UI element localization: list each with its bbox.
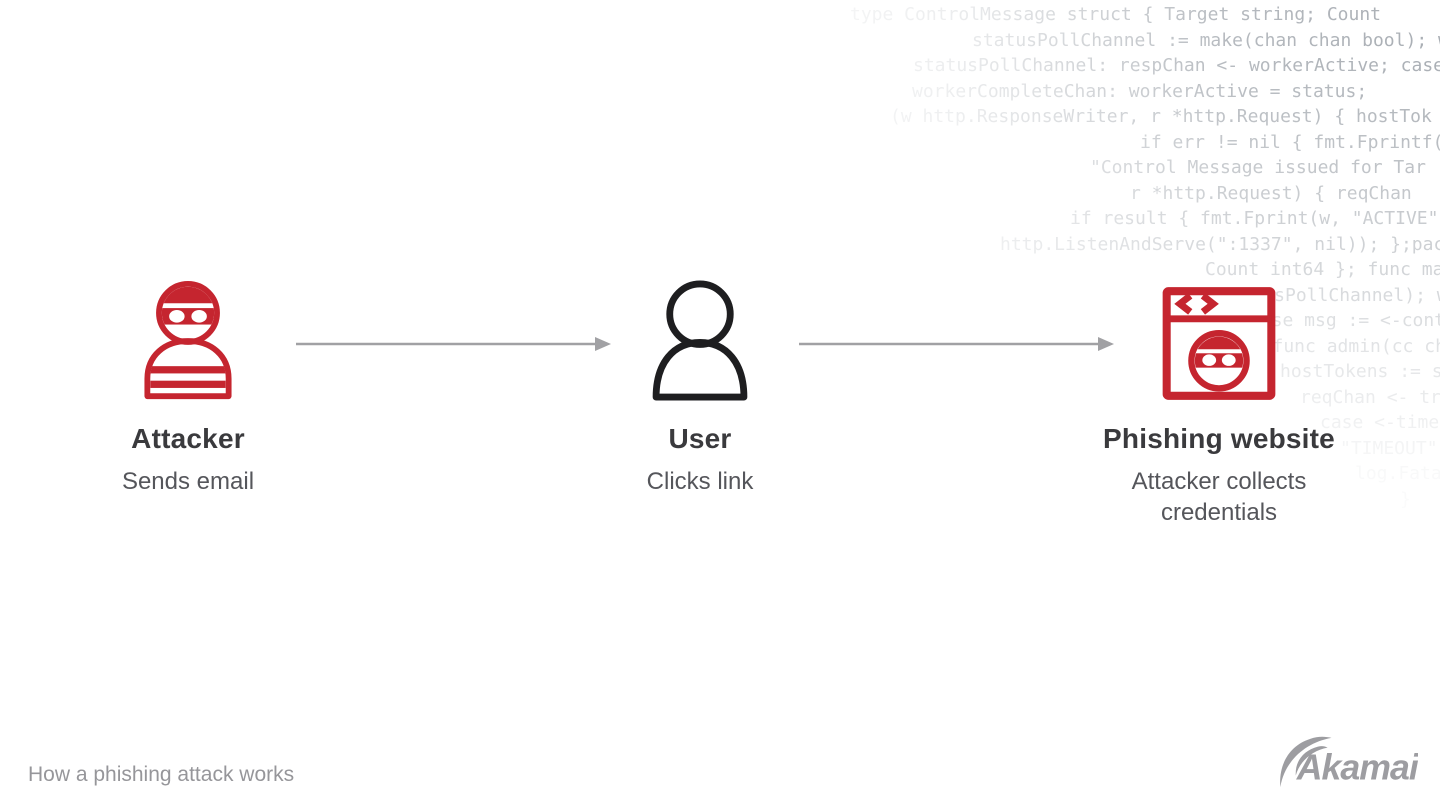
user-icon: [649, 280, 751, 401]
node-title: Phishing website: [1103, 423, 1335, 454]
code-line: "Control Message issued for Tar: [1090, 157, 1426, 178]
attacker-icon: [138, 281, 238, 401]
node-title: Attacker: [131, 423, 245, 454]
node-subtitle: Clicks link: [646, 468, 754, 495]
logo-swoosh-icon: [1280, 736, 1332, 788]
code-line: statusPollChannel := make(chan chan bool…: [972, 29, 1440, 51]
akamai-logo: Akamai: [1270, 736, 1421, 795]
code-line: workerCompleteChan: workerActive = statu…: [912, 80, 1368, 102]
code-line: type ControlMessage struct { Target stri…: [850, 4, 1382, 25]
logo-swoosh-icon: [1295, 746, 1328, 776]
node-subtitle: Sends email: [121, 468, 255, 495]
code-line: (w http.ResponseWriter, r *http.Request)…: [890, 106, 1432, 127]
akamai-logo-text: Akamai: [1296, 747, 1418, 787]
diagram-caption: How a phishing attack works: [28, 763, 295, 786]
phishing-website-icon: [1161, 283, 1277, 401]
code-line: }: [1400, 488, 1411, 510]
code-line: if err != nil { fmt.Fprintf(w,: [1140, 131, 1440, 153]
code-line: if result { fmt.Fprint(w, "ACTIVE": [1070, 208, 1439, 229]
code-line: Count int64 }; func mai: [1205, 259, 1440, 280]
phishing-website-node: Phishing website Attacker collects crede…: [1059, 283, 1379, 528]
attacker-node: Attacker Sends email: [28, 281, 348, 497]
code-line: http.ListenAndServe(":1337", nil)); };pa…: [1000, 233, 1440, 255]
code-line: statusPollChannel: respChan <- workerAct…: [913, 55, 1440, 76]
node-title: User: [668, 423, 732, 454]
node-subtitle: Attacker collects credentials: [1131, 468, 1307, 526]
user-node: User Clicks link: [540, 280, 860, 497]
code-line: r *http.Request) { reqChan: [1130, 182, 1412, 204]
